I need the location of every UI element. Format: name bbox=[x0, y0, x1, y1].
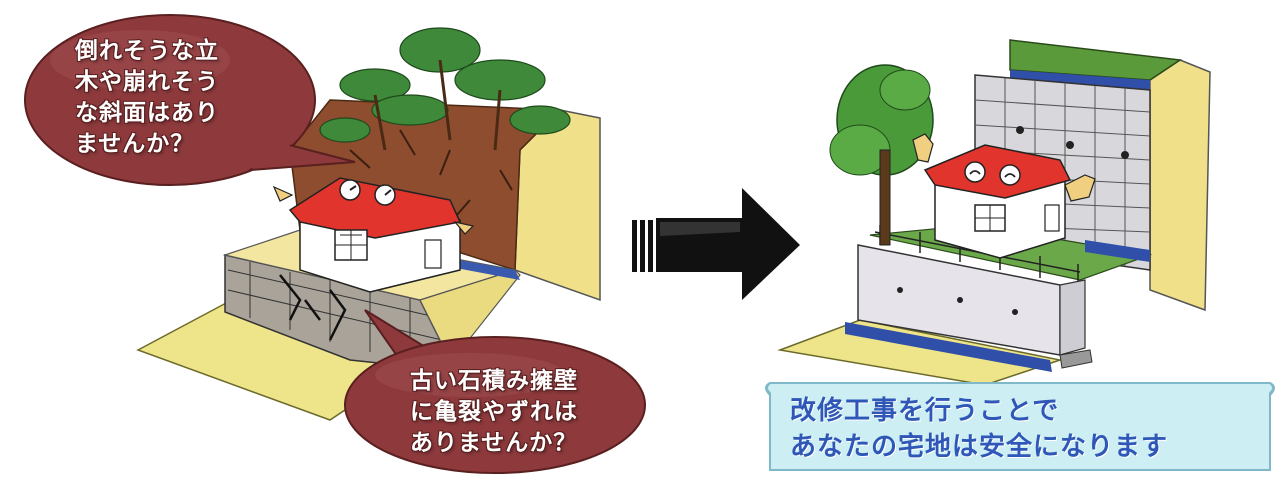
bubble-top-line: 木や崩れそう bbox=[75, 69, 219, 95]
speech-bubble-bottom-text: 古い石積み擁壁 に亀裂やずれは ありませんか？ bbox=[410, 366, 578, 459]
banner-text: 改修工事を行うことで あなたの宅地は安全になります bbox=[790, 393, 1168, 465]
after-illustration bbox=[777, 39, 1211, 386]
bubble-top-line: ませんか？ bbox=[75, 131, 195, 157]
banner-line: 改修工事を行うことで bbox=[790, 396, 1060, 426]
before-illustration bbox=[24, 14, 646, 474]
message-banner: 改修工事を行うことで あなたの宅地は安全になります bbox=[760, 387, 1272, 473]
speech-bubble-bottom bbox=[344, 309, 646, 474]
house-after bbox=[912, 133, 1096, 259]
bubble-top-line: 倒れそうな立 bbox=[75, 38, 219, 64]
speech-bubble-top bbox=[24, 14, 356, 186]
house-before bbox=[272, 177, 475, 293]
speech-bubble-top-text: 倒れそうな立 木や崩れそう な斜面はあり ませんか？ bbox=[75, 36, 219, 160]
message-banner-frame bbox=[765, 382, 1275, 471]
bubble-bottom-line: ありませんか？ bbox=[410, 430, 578, 456]
tree bbox=[829, 64, 934, 246]
banner-line: あなたの宅地は安全になります bbox=[790, 432, 1169, 462]
arrow-right-icon bbox=[632, 188, 800, 300]
bubble-bottom-line: 古い石積み擁壁 bbox=[410, 368, 578, 394]
bubble-bottom-line: に亀裂やずれは bbox=[410, 399, 578, 425]
bubble-top-line: な斜面はあり bbox=[75, 100, 219, 126]
